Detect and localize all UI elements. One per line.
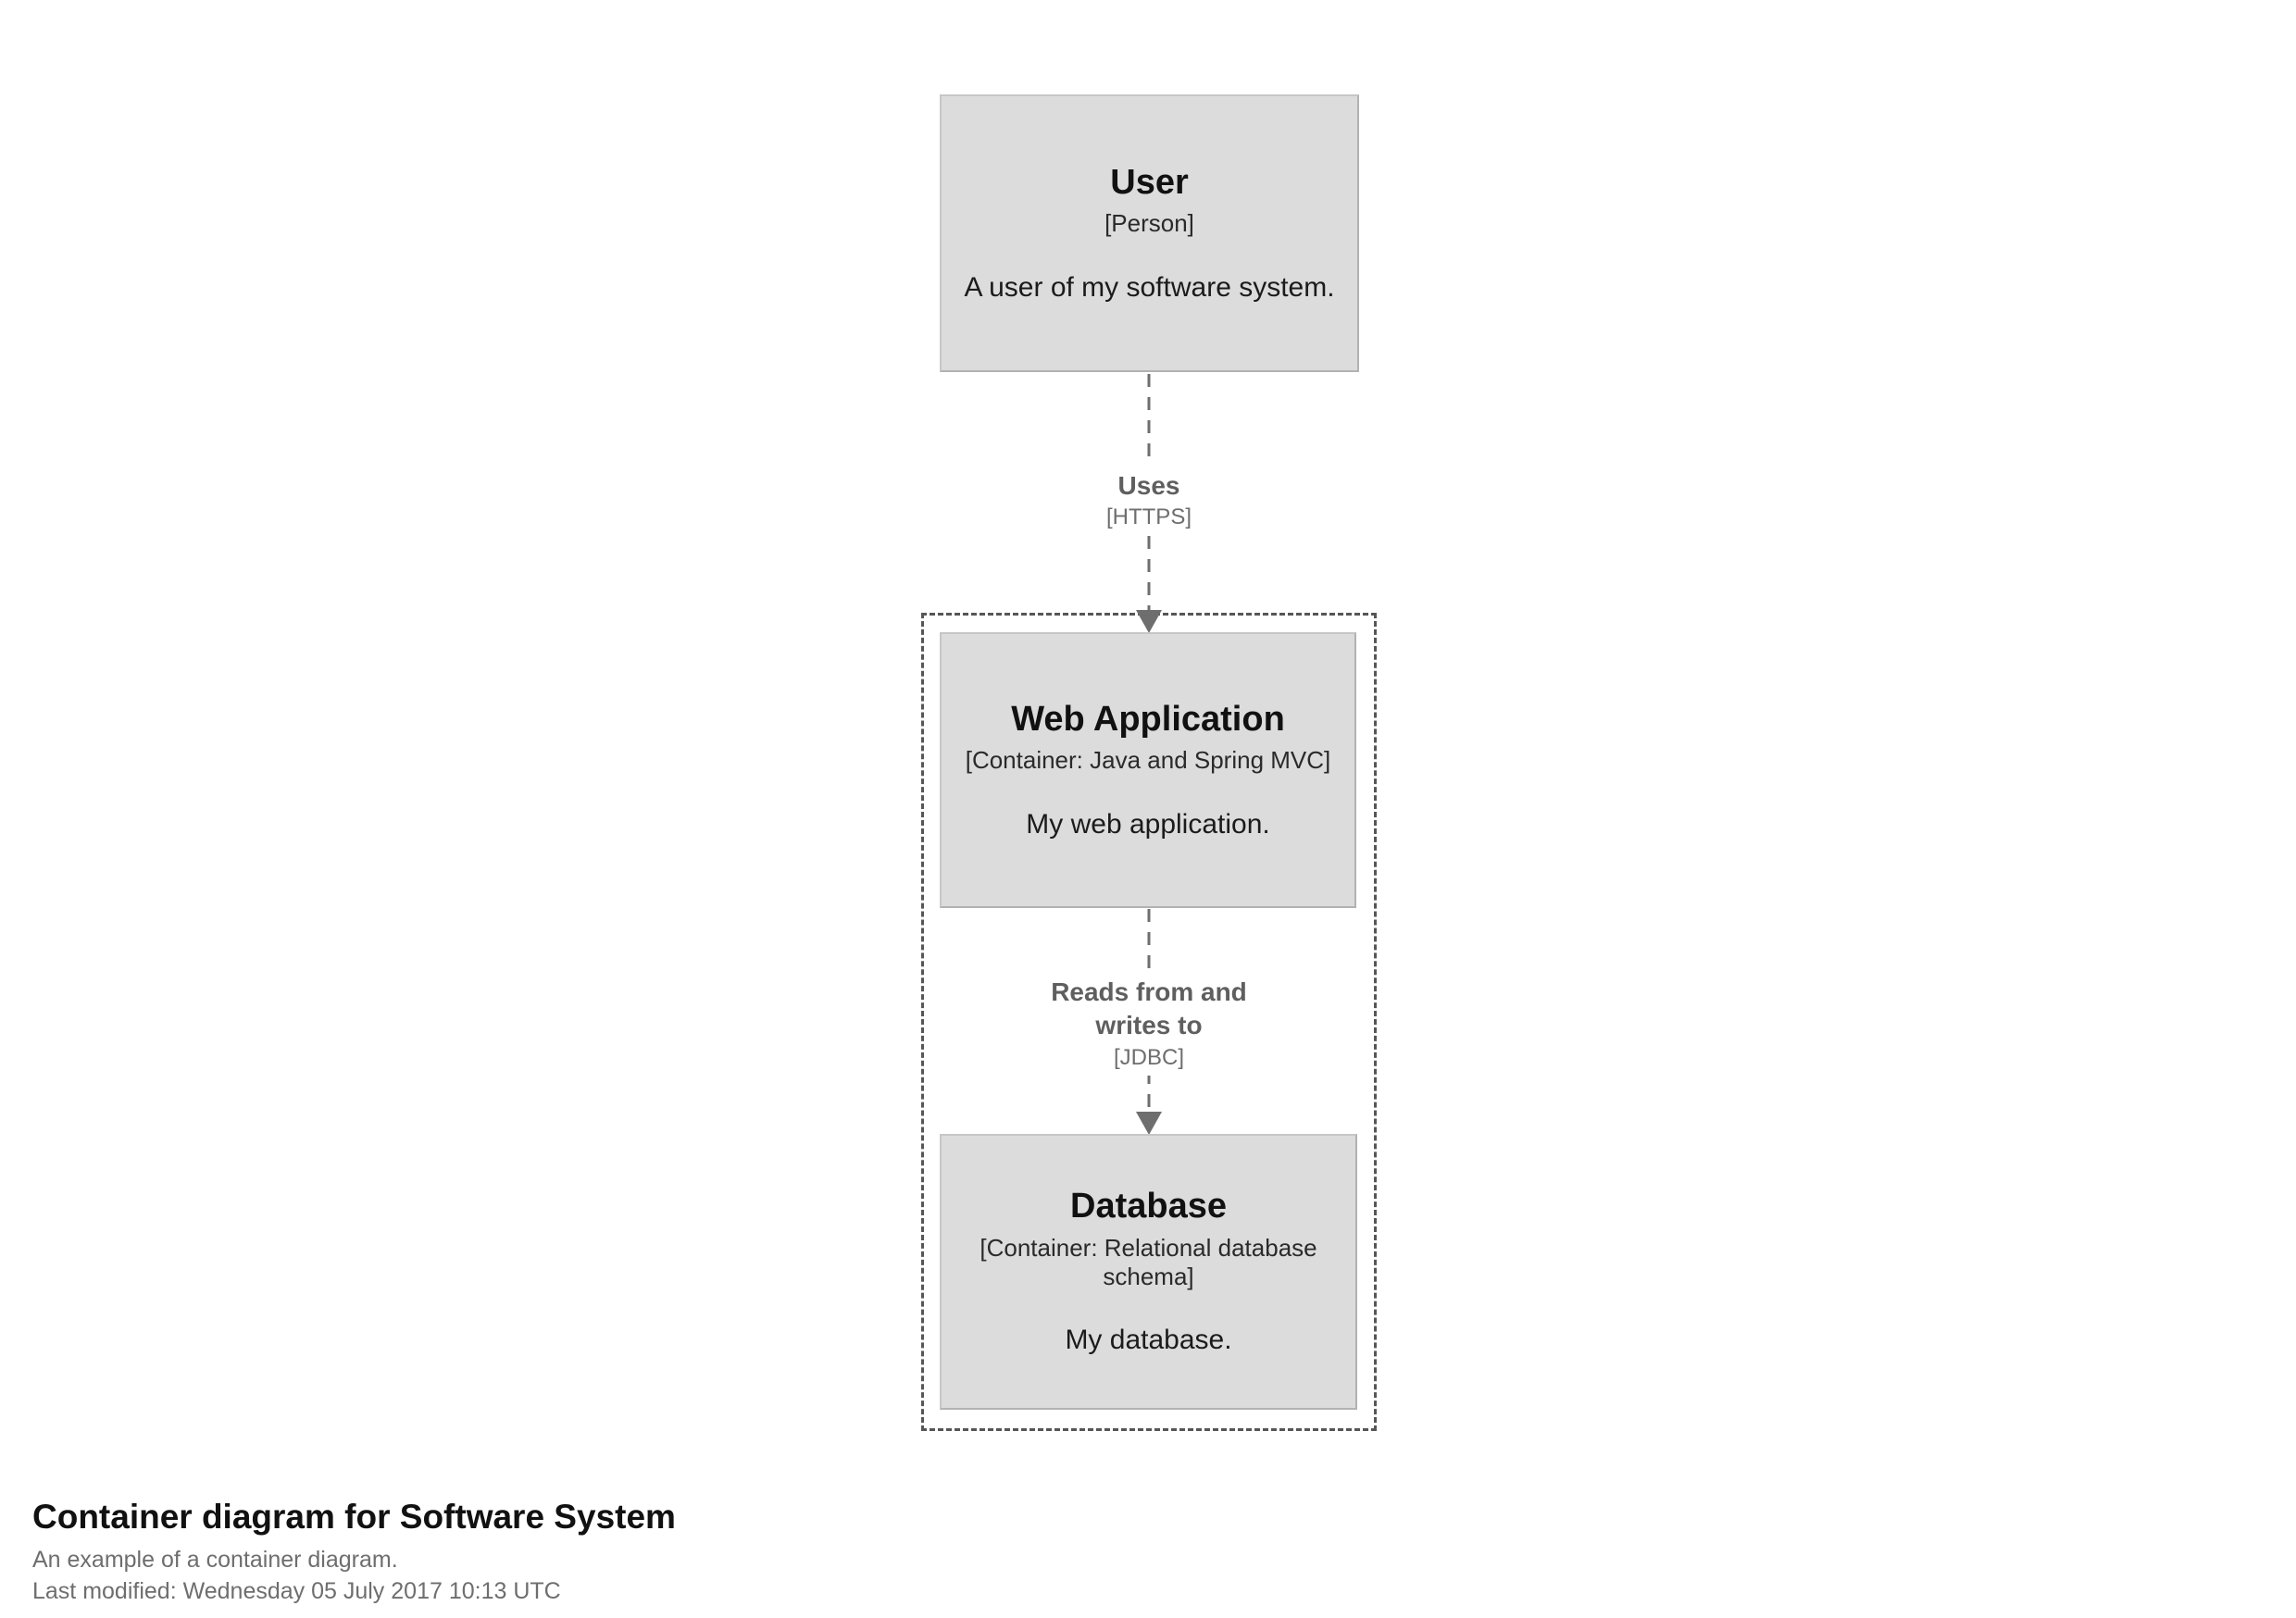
container-box-web-application: Web Application [Container: Java and Spr…: [940, 632, 1356, 908]
relationship-name: Uses: [1117, 471, 1180, 500]
relationship-technology: [JDBC]: [1113, 1044, 1184, 1070]
relationship-label-reads-writes: Reads from and writes to [JDBC]: [1029, 972, 1269, 1076]
element-meta: [Container: Java and Spring MVC]: [965, 746, 1331, 775]
element-meta: [Container: Relational database schema]: [980, 1233, 1317, 1291]
container-box-database: Database [Container: Relational database…: [940, 1134, 1357, 1410]
relationship-technology: [HTTPS]: [1105, 504, 1192, 530]
element-meta: [Person]: [1104, 209, 1194, 238]
element-description: A user of my software system.: [964, 271, 1335, 303]
element-name: User: [1110, 162, 1189, 202]
element-name: Database: [1070, 1187, 1227, 1226]
diagram-last-modified: Last modified: Wednesday 05 July 2017 10…: [32, 1577, 561, 1604]
diagram-footer: Container diagram for Software System An…: [32, 1496, 676, 1605]
person-box-user: User [Person] A user of my software syst…: [940, 94, 1359, 372]
element-name: Web Application: [1011, 699, 1285, 739]
relationship-name: Reads from and writes to: [1051, 977, 1247, 1040]
element-description: My database.: [1065, 1325, 1232, 1356]
element-description: My web application.: [1026, 808, 1270, 840]
relationship-label-uses: Uses [HTTPS]: [1029, 466, 1269, 536]
diagram-subtitle: An example of a container diagram.: [32, 1547, 398, 1574]
diagram-title: Container diagram for Software System: [32, 1498, 676, 1536]
